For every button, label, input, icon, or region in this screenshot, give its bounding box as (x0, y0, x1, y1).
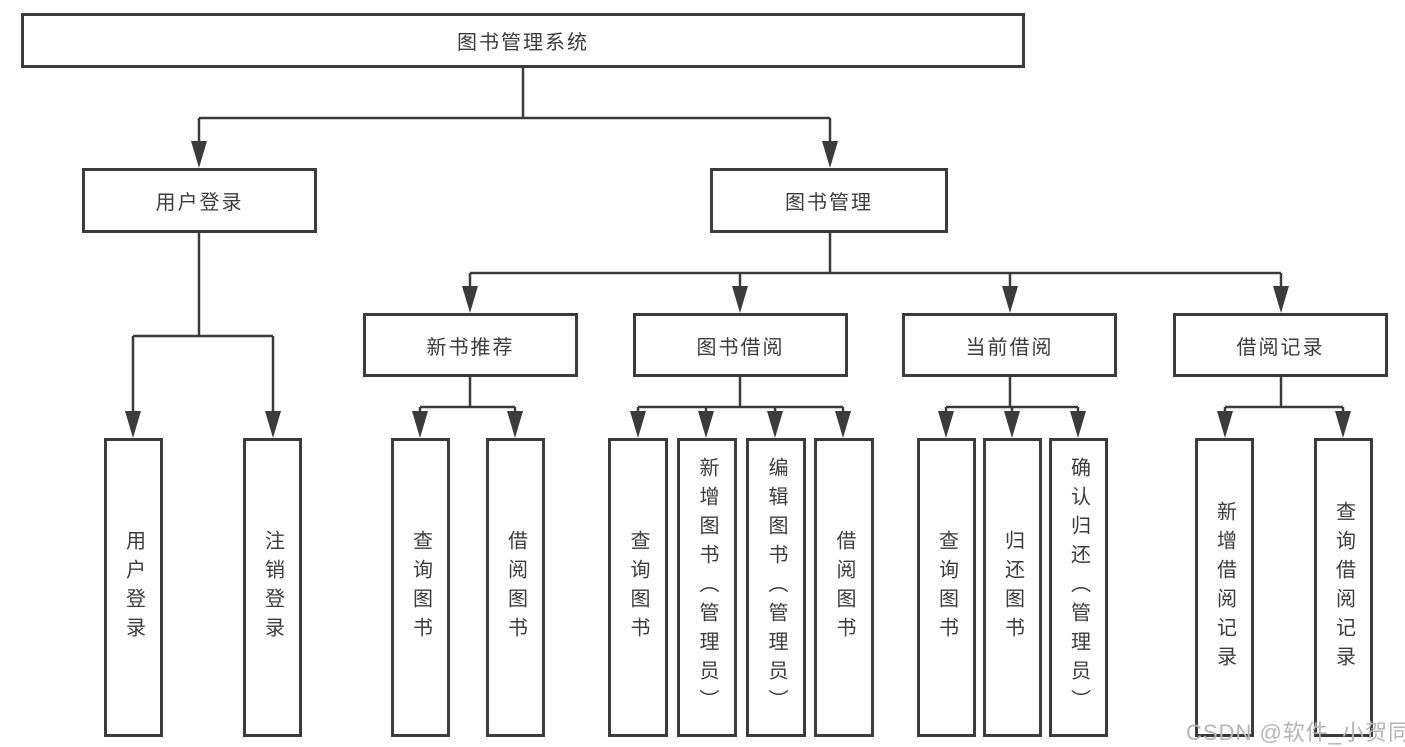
leaf-logout-label: 注销登录 (261, 529, 284, 646)
node-book-management-label: 图书管理 (785, 192, 873, 214)
leaf-bb-query-book-label: 查询图书 (627, 529, 649, 646)
leaf-br-add-record-label: 新增借阅记录 (1213, 500, 1236, 675)
leaf-cb-confirm-return-label: 确认归还（管理员） (1067, 457, 1090, 718)
leaf-br-query-record: 查询借阅记录 (1314, 438, 1373, 737)
leaf-logout: 注销登录 (243, 438, 302, 737)
leaf-cb-query-book: 查询图书 (917, 438, 976, 737)
node-root-label: 图书管理系统 (457, 32, 589, 54)
leaf-br-add-record: 新增借阅记录 (1195, 438, 1254, 737)
node-borrow-records-label: 借阅记录 (1236, 336, 1325, 359)
leaf-br-query-record-label: 查询借阅记录 (1332, 500, 1355, 675)
leaf-bb-edit-book-label: 编辑图书（管理员） (765, 457, 787, 718)
node-current-borrow: 当前借阅 (902, 313, 1117, 377)
leaf-bb-add-book: 新增图书（管理员） (677, 438, 737, 737)
leaf-nbr-borrow-book-label: 借阅图书 (504, 529, 527, 646)
leaf-bb-add-book-label: 新增图书（管理员） (696, 457, 718, 718)
leaf-nbr-query-book: 查询图书 (391, 438, 450, 737)
node-current-borrow-label: 当前借阅 (965, 336, 1054, 359)
leaf-user-login: 用户登录 (104, 438, 163, 737)
node-user-login: 用户登录 (82, 168, 317, 233)
node-borrow-records: 借阅记录 (1173, 313, 1388, 377)
leaf-cb-query-book-label: 查询图书 (935, 529, 958, 646)
leaf-bb-edit-book: 编辑图书（管理员） (746, 438, 806, 737)
node-new-book-recommend-label: 新书推荐 (426, 336, 515, 359)
leaf-nbr-borrow-book: 借阅图书 (486, 438, 545, 737)
leaf-bb-borrow-book: 借阅图书 (814, 438, 874, 737)
leaf-bb-borrow-book-label: 借阅图书 (833, 529, 855, 646)
leaf-cb-confirm-return: 确认归还（管理员） (1049, 438, 1108, 737)
node-book-management: 图书管理 (710, 168, 948, 233)
node-book-borrow: 图书借阅 (633, 313, 848, 377)
leaf-user-login-label: 用户登录 (122, 529, 145, 646)
node-root: 图书管理系统 (21, 13, 1025, 68)
leaf-cb-return-book-label: 归还图书 (1001, 529, 1024, 646)
arrowheads (125, 141, 1351, 438)
node-new-book-recommend: 新书推荐 (363, 313, 578, 377)
node-user-login-label: 用户登录 (155, 192, 244, 214)
node-book-borrow-label: 图书借阅 (696, 336, 785, 359)
watermark: CSDN @软件_小贺同学 (1186, 720, 1405, 745)
leaf-nbr-query-book-label: 查询图书 (409, 529, 432, 646)
leaf-cb-return-book: 归还图书 (983, 438, 1042, 737)
leaf-bb-query-book: 查询图书 (608, 438, 668, 737)
